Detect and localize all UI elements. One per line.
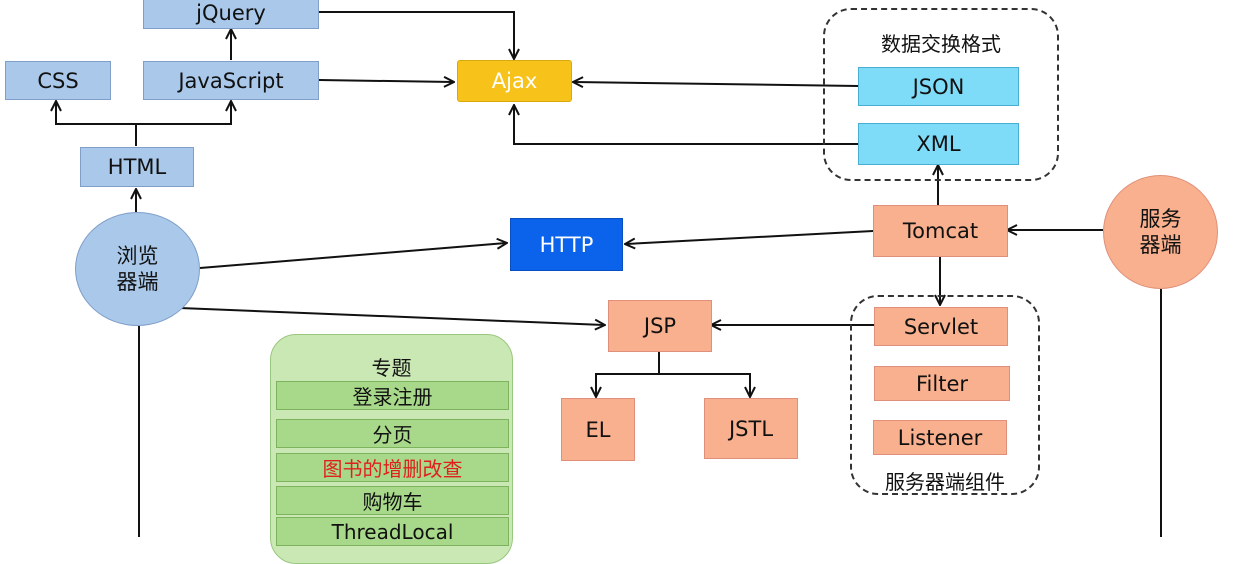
arrow-browser-to-jsp	[179, 307, 604, 325]
topic-item-login[interactable]: 登录注册	[276, 381, 509, 410]
data-format-group-title: 数据交换格式	[881, 32, 1001, 56]
arrow-jsp-to-el	[596, 352, 660, 396]
topic-item-book-crud[interactable]: 图书的增删改查	[276, 453, 509, 482]
javascript-node[interactable]: JavaScript	[143, 61, 319, 100]
arrow-jquery-to-ajax	[319, 11, 514, 58]
topic-item-threadlocal[interactable]: ThreadLocal	[276, 517, 509, 546]
topic-item-cart[interactable]: 购物车	[276, 486, 509, 515]
tomcat-node[interactable]: Tomcat	[873, 205, 1008, 257]
arrow-html-to-javascript	[136, 102, 231, 125]
xml-node[interactable]: XML	[858, 123, 1019, 165]
ajax-node[interactable]: Ajax	[457, 60, 572, 102]
css-node[interactable]: CSS	[5, 61, 111, 100]
listener-node[interactable]: Listener	[873, 420, 1007, 455]
servlet-node[interactable]: Servlet	[874, 307, 1008, 346]
el-node[interactable]: EL	[561, 398, 635, 461]
topics-title: 专题	[371, 356, 412, 380]
arrow-browser-to-http	[199, 243, 506, 269]
jsp-node[interactable]: JSP	[608, 300, 712, 352]
arrow-jsp-to-jstl	[659, 373, 750, 396]
data-format-group	[823, 8, 1059, 181]
arrow-html-to-css	[56, 102, 137, 146]
browser-node[interactable]: 浏览 器端	[75, 212, 200, 326]
jstl-node[interactable]: JSTL	[704, 398, 798, 459]
arrow-json-to-ajax	[574, 82, 859, 86]
arrow-xml-to-ajax	[514, 106, 858, 145]
json-node[interactable]: JSON	[858, 67, 1019, 106]
jquery-node[interactable]: jQuery	[143, 0, 319, 29]
arrow-tomcat-to-http	[626, 230, 874, 244]
server-components-group	[850, 295, 1040, 495]
filter-node[interactable]: Filter	[874, 366, 1010, 401]
http-node[interactable]: HTTP	[510, 218, 623, 271]
arrow-javascript-to-ajax	[318, 80, 453, 82]
server-node[interactable]: 服务 器端	[1103, 175, 1218, 289]
topic-item-pagination[interactable]: 分页	[276, 419, 509, 448]
html-node[interactable]: HTML	[80, 147, 194, 187]
server-components-group-title: 服务器端组件	[885, 470, 1005, 494]
